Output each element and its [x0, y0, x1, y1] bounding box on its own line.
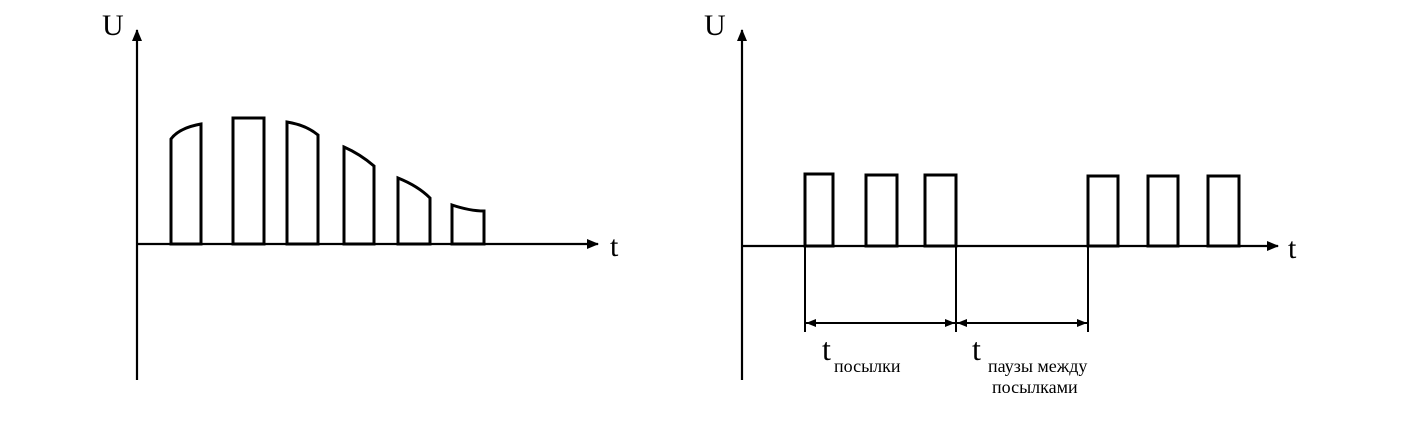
pause-duration-subscript-line1: паузы между [988, 356, 1087, 376]
right-pulse-4 [1086, 174, 1120, 248]
pause-duration-symbol: t [972, 331, 981, 367]
left-pulse-3 [285, 120, 320, 246]
left-pulse-1 [169, 122, 203, 246]
left-x-axis-label: t [610, 230, 619, 263]
right-y-axis-label: U [704, 9, 726, 42]
right-pulse-3 [923, 173, 958, 248]
left-y-axis-label: U [102, 9, 124, 42]
right-pulse-1 [803, 172, 835, 248]
right-pulse-2 [864, 173, 899, 248]
send-duration-symbol: t [822, 331, 831, 367]
left-pulse-2 [231, 116, 266, 246]
send-duration-subscript: посылки [834, 356, 901, 376]
left-pulse-4 [342, 144, 376, 246]
right-pulse-6 [1206, 174, 1241, 248]
right-graph: U t t посылки t паузы между посылками [704, 9, 1297, 397]
left-graph: U t [102, 9, 619, 380]
right-x-axis-label: t [1288, 232, 1297, 265]
right-pulse-5 [1146, 174, 1180, 248]
left-pulse-6 [450, 202, 486, 246]
pause-duration-subscript-line2: посылками [992, 377, 1078, 397]
pause-duration-label: t паузы между посылками [972, 331, 1087, 397]
left-pulse-5 [396, 175, 432, 246]
send-duration-label: t посылки [822, 331, 901, 376]
